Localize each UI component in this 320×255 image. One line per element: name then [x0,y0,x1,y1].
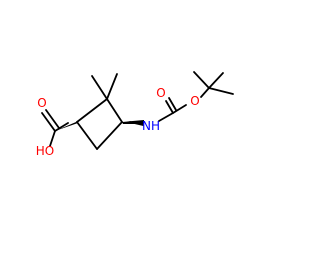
tbutyl-bond [200,87,210,98]
carbonyl-double-bond-a [165,100,174,114]
structure-diagram: O HO NH O O [36,71,234,158]
tbutyl-methyl-1 [193,71,210,89]
carboxyl-double-bond-a [41,112,56,132]
atom-label-amine: NH [142,119,160,133]
carbamate-bond [158,112,174,122]
carbonyl-double-bond-b [168,97,177,111]
methyl-bond-2 [106,73,118,100]
carboxyl-bond [54,122,69,132]
hydroxyl-bond [49,130,56,147]
atom-label-carbonyl-oxygen: O [156,86,165,100]
ring-bond-bottom [96,121,123,150]
tbutyl-methyl-2 [208,72,224,89]
atom-label-ester-oxygen: O [190,94,199,108]
methyl-bond-1 [91,75,108,100]
carboxyl-double-bond-b [45,109,60,129]
ring-bond-left [76,121,98,150]
ring-bond-right [106,98,123,123]
atom-label-hydroxyl: HO [36,144,54,158]
tbutyl-methyl-3 [208,87,234,95]
atom-label-carboxyl-oxygen: O [37,96,46,110]
molecule-canvas: O HO NH O O [36,71,234,158]
wedge-bond-carboxyl [55,122,78,131]
ring-bond-top [76,98,108,123]
ester-bond [172,104,187,114]
wedge-bond-amine [122,120,144,124]
